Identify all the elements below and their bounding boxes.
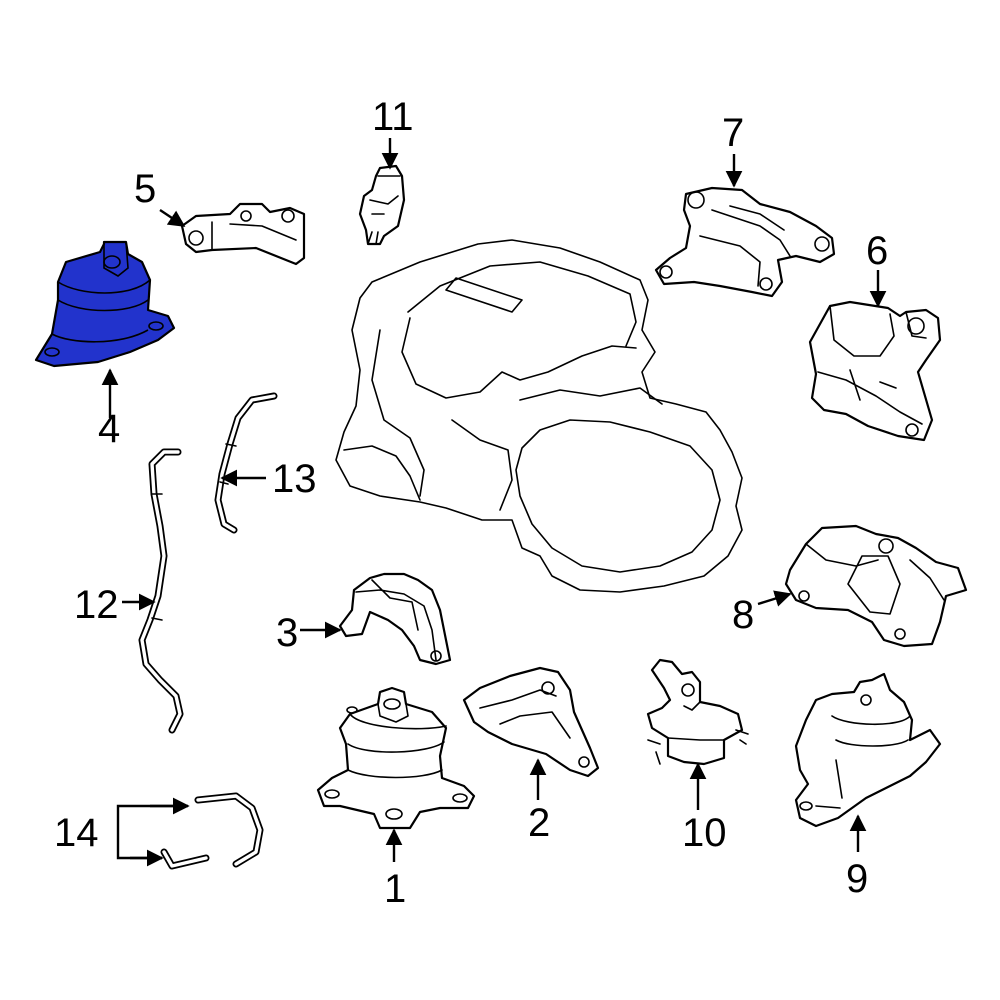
part-6-mount[interactable] <box>808 300 942 442</box>
callout-11: 11 <box>372 95 414 139</box>
part-11-sensor[interactable] <box>358 164 406 246</box>
part-14-hoses[interactable] <box>160 792 264 870</box>
callout-7: 7 <box>722 111 744 155</box>
callout-1: 1 <box>384 867 406 911</box>
callout-6: 6 <box>866 229 888 273</box>
part-9-mount[interactable] <box>794 672 942 828</box>
callout-labels: 4 5 11 7 6 13 12 3 8 2 10 9 1 14 <box>54 95 888 911</box>
part-5-bracket[interactable] <box>180 202 306 266</box>
part-3-bracket[interactable] <box>338 572 452 666</box>
callout-9: 9 <box>846 857 868 901</box>
part-2-bracket[interactable] <box>462 666 600 778</box>
callout-12: 12 <box>74 583 119 627</box>
part-7-bracket[interactable] <box>654 186 836 298</box>
callout-10: 10 <box>682 811 727 855</box>
callout-3: 3 <box>276 611 298 655</box>
part-10-mount[interactable] <box>646 658 749 766</box>
part-4-highlighted-mount[interactable] <box>34 240 176 368</box>
callout-5: 5 <box>134 167 156 211</box>
callout-2: 2 <box>528 801 550 845</box>
engine-block <box>335 239 743 593</box>
part-13-hose[interactable] <box>214 392 278 534</box>
callout-13: 13 <box>272 457 317 501</box>
part-8-mount[interactable] <box>784 524 968 648</box>
callout-14: 14 <box>54 811 99 855</box>
part-1-mount[interactable] <box>316 686 476 830</box>
callout-8: 8 <box>732 593 754 637</box>
part-12-hose[interactable] <box>138 448 184 734</box>
leader-lines <box>101 138 887 867</box>
callout-4: 4 <box>98 407 120 451</box>
